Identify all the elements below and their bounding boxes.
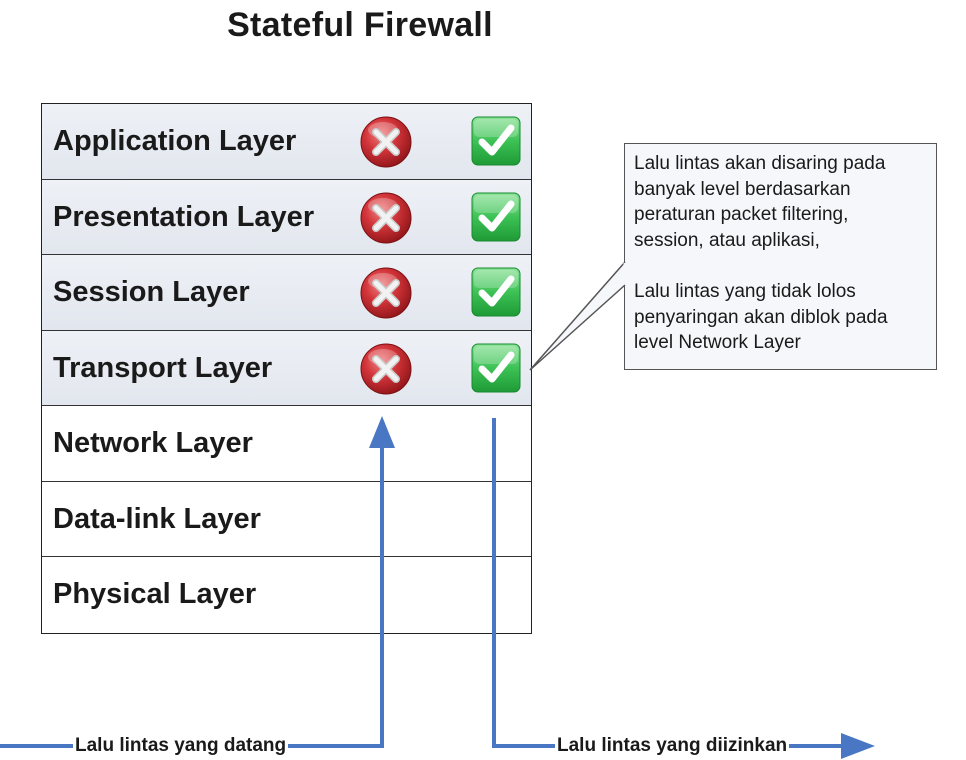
red-x-icon bbox=[359, 342, 413, 396]
green-check-icon bbox=[471, 343, 521, 393]
layer-label: Physical Layer bbox=[53, 578, 257, 610]
diagram-title: Stateful Firewall bbox=[227, 6, 493, 44]
explanation-callout: Lalu lintas akan disaring pada banyak le… bbox=[624, 143, 937, 370]
callout-line: penyaringan akan diblok pada bbox=[634, 306, 888, 328]
callout-line: banyak level berdasarkan bbox=[634, 178, 851, 200]
callout-paragraph-2: Lalu lintas yang tidak lolos penyaringan… bbox=[634, 279, 927, 356]
allowed-traffic-label: Lalu lintas yang diizinkan bbox=[555, 735, 790, 757]
osi-layer-stack: Application Layer Presentation Layer Ses… bbox=[41, 103, 532, 634]
layer-session: Session Layer bbox=[42, 255, 531, 331]
callout-paragraph-1: Lalu lintas akan disaring pada banyak le… bbox=[634, 151, 927, 253]
callout-line: level Network Layer bbox=[634, 332, 801, 353]
layer-label: Network Layer bbox=[53, 427, 253, 459]
red-x-icon bbox=[359, 266, 413, 320]
callout-line: Lalu lintas akan disaring pada bbox=[634, 153, 886, 174]
callout-line: Lalu lintas yang tidak lolos bbox=[634, 281, 856, 302]
allowed-arrowhead bbox=[841, 733, 875, 759]
incoming-traffic-label: Lalu lintas yang datang bbox=[73, 735, 289, 757]
allowed-traffic-arrow bbox=[492, 418, 845, 748]
callout-pointer bbox=[529, 261, 626, 371]
layer-transport: Transport Layer bbox=[42, 330, 531, 406]
layer-application: Application Layer bbox=[42, 104, 531, 180]
layer-network: Network Layer bbox=[42, 406, 531, 482]
layer-label: Data-link Layer bbox=[53, 502, 261, 535]
callout-line: session, atau aplikasi, bbox=[634, 229, 820, 251]
layer-label: Presentation Layer bbox=[53, 200, 315, 233]
layer-label: Application Layer bbox=[53, 125, 297, 157]
green-check-icon bbox=[471, 192, 521, 242]
layer-presentation: Presentation Layer bbox=[42, 179, 531, 255]
red-x-icon bbox=[359, 115, 413, 169]
layer-label: Transport Layer bbox=[53, 351, 273, 384]
green-check-icon bbox=[471, 267, 521, 317]
green-check-icon bbox=[471, 116, 521, 166]
layer-data-link: Data-link Layer bbox=[42, 481, 531, 557]
red-x-icon bbox=[359, 191, 413, 245]
layer-physical: Physical Layer bbox=[42, 557, 531, 633]
layer-label: Session Layer bbox=[53, 276, 250, 308]
callout-line: peraturan packet filtering, bbox=[634, 204, 849, 225]
